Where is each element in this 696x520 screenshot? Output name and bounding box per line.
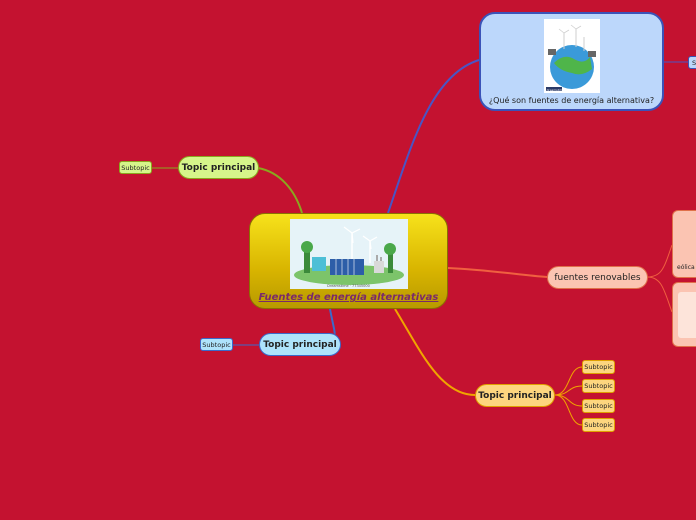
connector-renewables-right <box>646 244 673 278</box>
topic-principal-bottom-right[interactable]: Topic principal <box>475 384 555 407</box>
subtopic-label: Subtopic <box>584 421 613 429</box>
subtopic-label: Subtopic <box>121 163 150 172</box>
subtopic-label: Subtopic <box>202 340 231 349</box>
edge-stub-label: S <box>692 58 696 67</box>
edge-stub-subtopic[interactable]: S <box>688 56 696 69</box>
connector-central-bottomleft <box>329 308 336 336</box>
subtopic-bottom-right-1[interactable]: Subtopic <box>582 360 615 374</box>
subtopic-top-left[interactable]: Subtopic <box>119 161 152 174</box>
subtopic-label: Subtopic <box>584 402 613 410</box>
topic-fuentes-renovables[interactable]: fuentes renovables <box>547 266 648 289</box>
connector-br-sub4 <box>554 394 583 426</box>
renewables-child-eolica[interactable]: eólica <box>672 210 696 278</box>
subtopic-bottom-left[interactable]: Subtopic <box>200 338 233 351</box>
subtopic-bottom-right-4[interactable]: Subtopic <box>582 418 615 432</box>
globe-wind-turbines-image: dreamstime <box>543 19 600 93</box>
connector-central-renewables <box>447 267 548 278</box>
topic-principal-bottom-left[interactable]: Topic principal <box>259 333 341 356</box>
topic-label: Topic principal <box>263 339 337 350</box>
connector-renewables-right-2 <box>646 276 673 313</box>
renewables-child-2[interactable] <box>672 282 696 347</box>
topic-principal-top-left[interactable]: Topic principal <box>178 156 259 179</box>
connector-central-bottomright <box>394 308 476 396</box>
question-topic[interactable]: dreamstime ¿Qué son fuentes de energía a… <box>479 12 664 111</box>
connector-br-sub3 <box>554 394 583 407</box>
connector-br-sub1 <box>554 366 583 396</box>
child-partial-label: eólica <box>677 264 695 271</box>
question-topic-title: ¿Qué son fuentes de energía alternativa? <box>488 96 655 105</box>
subtopic-bottom-right-2[interactable]: Subtopic <box>582 379 615 393</box>
subtopic-label: Subtopic <box>584 382 613 390</box>
question-image-caption: dreamstime <box>546 88 565 92</box>
renewable-energy-landscape-image: Dreamstime · 77345000 <box>289 219 408 289</box>
central-topic[interactable]: Dreamstime · 77345000 Fuentes de energía… <box>249 213 448 309</box>
connector-central-topleft <box>257 167 303 214</box>
child-inner-box <box>677 291 696 338</box>
topic-label: fuentes renovables <box>554 272 641 283</box>
globe-icon <box>543 19 600 93</box>
renewable-energy-icon <box>289 219 408 289</box>
subtopic-label: Subtopic <box>584 363 613 371</box>
topic-label: Topic principal <box>478 390 552 401</box>
topic-label: Topic principal <box>181 162 256 173</box>
subtopic-bottom-right-3[interactable]: Subtopic <box>582 399 615 413</box>
connector-central-question <box>387 59 480 214</box>
central-image-caption: Dreamstime · 77345000 <box>327 284 370 288</box>
central-topic-title: Fuentes de energía alternativas <box>258 292 439 303</box>
